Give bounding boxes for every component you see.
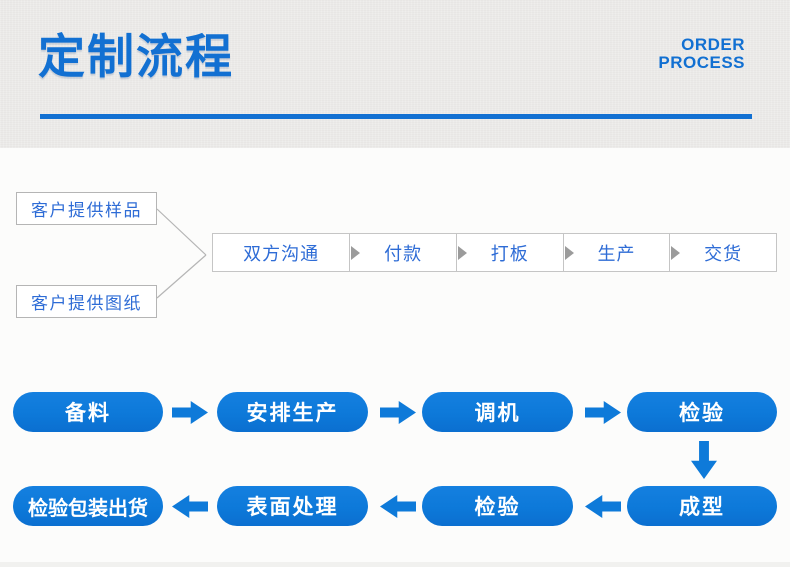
header-underline [40,114,752,119]
header-subtitle-line1: ORDER [681,35,745,54]
stage-pill-material-prep: 备料 [13,392,163,432]
arrow-down-icon [691,441,717,479]
stage-pill-schedule-production: 安排生产 [217,392,368,432]
arrow-right-icon [172,401,208,424]
order-step-production: 生产 [562,234,670,271]
source-box-customer-sample: 客户提供样品 [16,192,157,225]
order-step-payment: 付款 [349,234,456,271]
page-title: 定制流程 [38,30,234,83]
stage-label: 调机 [474,402,521,425]
bottom-section-edge [0,562,790,567]
merge-lines [156,208,207,299]
stage-label: 检验 [679,402,725,425]
source-box-label: 客户提供图纸 [31,294,142,313]
step-label: 打板 [490,243,529,264]
stage-label: 检验包装出货 [28,497,148,520]
order-steps-bar: 双方沟通 付款 打板 生产 交货 [212,233,777,272]
stage-label: 备料 [65,402,111,425]
arrow-left-icon [585,495,621,518]
stage-pill-molding: 成型 [627,486,777,526]
step-label: 双方沟通 [243,243,320,264]
stage-label: 成型 [679,496,725,519]
stage-label: 安排生产 [246,402,339,425]
stage-label: 表面处理 [246,496,339,519]
order-step-delivery: 交货 [669,234,776,271]
stage-pill-inspection-2: 检验 [422,486,573,526]
arrow-left-icon [172,495,208,518]
order-step-communication: 双方沟通 [213,234,349,271]
header-band: 定制流程 ORDER PROCESS [0,0,790,148]
step-separator-arrow-icon [671,245,681,260]
stage-pill-inspect-pack-ship: 检验包装出货 [13,486,163,526]
source-box-label: 客户提供样品 [31,201,142,220]
arrow-right-icon [380,401,416,424]
stage-pill-machine-setup: 调机 [422,392,573,432]
stage-pill-inspection-1: 检验 [627,392,777,432]
step-label: 生产 [597,243,636,264]
step-separator-arrow-icon [457,245,467,260]
header-subtitle: ORDER PROCESS [658,36,745,72]
order-step-proofing: 打板 [455,234,563,271]
step-label: 交货 [704,243,743,264]
arrow-right-icon [585,401,621,424]
step-separator-arrow-icon [351,245,361,260]
source-box-customer-drawing: 客户提供图纸 [16,285,157,318]
step-label: 付款 [384,243,423,264]
stage-label: 检验 [474,496,521,519]
header-subtitle-line2: PROCESS [658,53,745,72]
step-separator-arrow-icon [564,245,574,260]
arrow-left-icon [380,495,416,518]
stage-pill-surface-treatment: 表面处理 [217,486,368,526]
